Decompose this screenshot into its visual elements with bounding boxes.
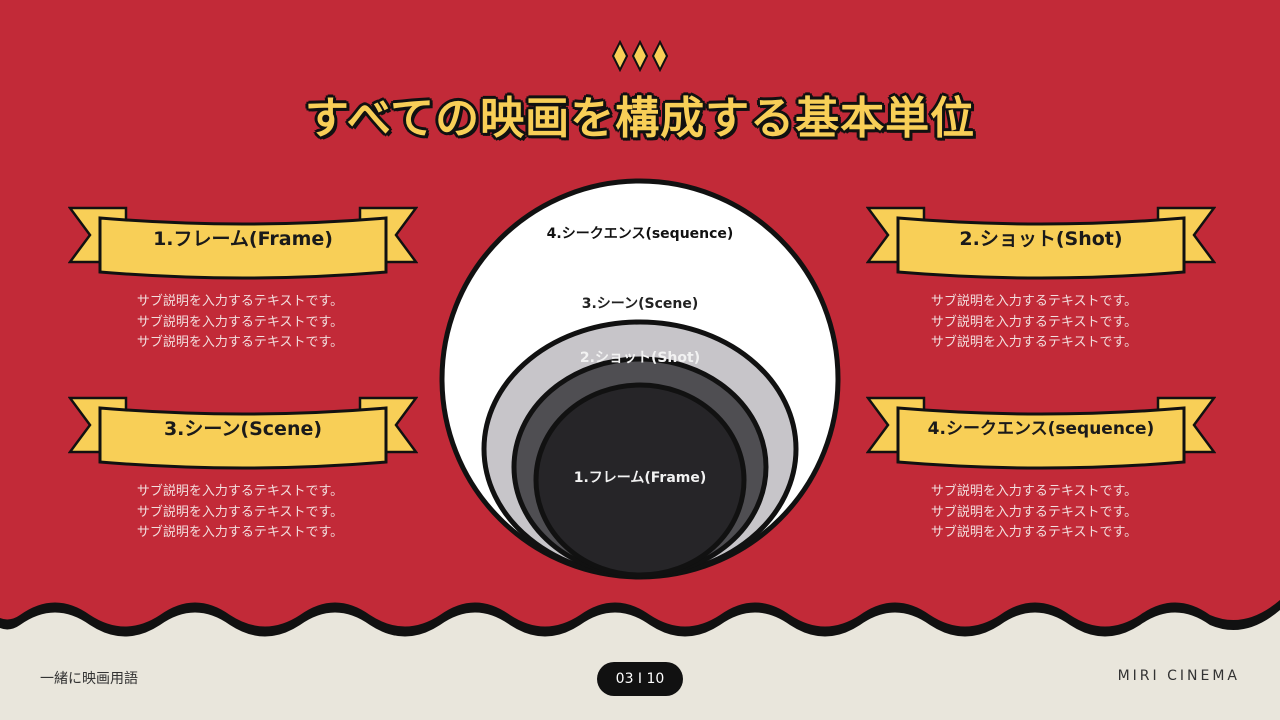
ribbon-banner-icon (68, 396, 418, 470)
ribbon-label: 3.シーン(Scene) (163, 418, 323, 440)
ribbon-label: 2.ショット(Shot) (959, 228, 1123, 250)
ribbon-label: 4.シークエンス(sequence) (927, 419, 1155, 439)
description-line: サブ説明を入力するテキストです。 (136, 335, 344, 350)
ribbon-banner-icon (68, 206, 418, 280)
description-line: サブ説明を入力するテキストです。 (930, 525, 1138, 540)
description-line: サブ説明を入力するテキストです。 (930, 314, 1138, 330)
ribbon-scene: 3.シーン(Scene) (68, 390, 418, 470)
description-line: サブ説明を入力するテキストです。 (136, 294, 344, 309)
circle-label-sequence: 4.シークエンス(sequence) (546, 226, 734, 242)
footer-left-text: 一緒に映画用語 (40, 671, 138, 687)
description-line: サブ説明を入力するテキストです。 (136, 504, 344, 520)
description-line: サブ説明を入力するテキストです。 (930, 294, 1138, 309)
ribbon-banner-icon (866, 206, 1216, 280)
description-text: サブ説明を入力するテキストです。 サブ説明を入力するテキストです。 サブ説明を入… (884, 482, 1184, 544)
circle-label-scene: 3.シーン(Scene) (581, 296, 699, 312)
description-line: サブ説明を入力するテキストです。 (136, 525, 344, 540)
circle-label-shot: 2.ショット(Shot) (579, 350, 701, 366)
ribbon-frame: 1.フレーム(Frame) (68, 200, 418, 280)
ribbon-shot: 2.ショット(Shot) (866, 200, 1216, 280)
circle-label-frame: 1.フレーム(Frame) (573, 470, 707, 486)
description-text: サブ説明を入力するテキストです。 サブ説明を入力するテキストです。 サブ説明を入… (884, 292, 1184, 354)
description-line: サブ説明を入力するテキストです。 (930, 504, 1138, 520)
circle-frame (533, 382, 747, 578)
ribbon-sequence: 4.シークエンス(sequence) (866, 390, 1216, 470)
description-line: サブ説明を入力するテキストです。 (136, 484, 344, 499)
nested-circles-diagram (439, 178, 841, 580)
description-line: サブ説明を入力するテキストです。 (136, 314, 344, 330)
page-title: すべての映画を構成する基本単位 (304, 93, 976, 144)
description-text: サブ説明を入力するテキストです。 サブ説明を入力するテキストです。 サブ説明を入… (90, 482, 390, 544)
page-indicator: 03 I 10 (597, 662, 683, 696)
ribbon-banner-icon (866, 396, 1216, 470)
description-text: サブ説明を入力するテキストです。 サブ説明を入力するテキストです。 サブ説明を入… (90, 292, 390, 354)
ribbon-label: 1.フレーム(Frame) (153, 228, 333, 250)
description-line: サブ説明を入力するテキストです。 (930, 335, 1138, 350)
diamond-ornament-icon (611, 40, 669, 72)
footer-brand: MIRI CINEMA (1117, 668, 1240, 684)
description-line: サブ説明を入力するテキストです。 (930, 484, 1138, 499)
